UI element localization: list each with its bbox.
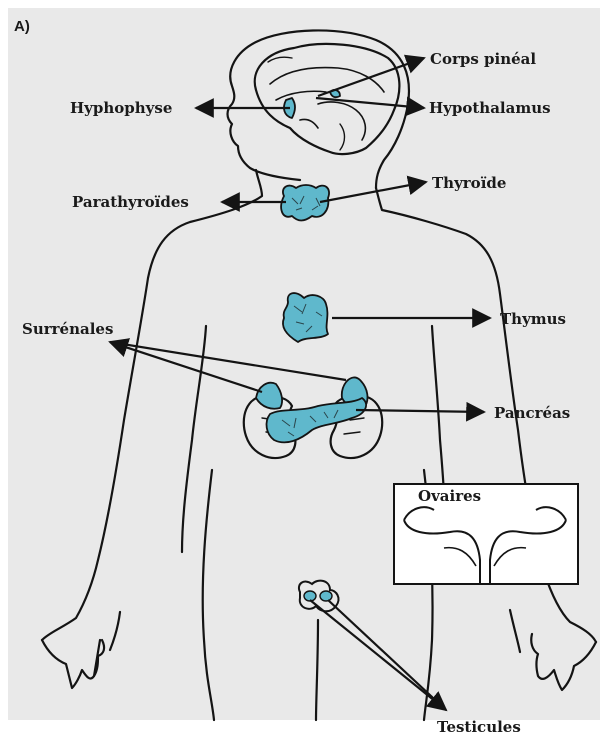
arrow-surrenales-right [110,342,346,380]
arrow-testicules-right [328,600,446,710]
left-adrenal-gland [256,383,282,409]
left-testicle [304,591,316,601]
label-parathyroides: Parathyroïdes [72,193,189,211]
label-surrenales: Surrénales [22,320,113,338]
label-ovaires: Ovaires [418,487,481,505]
panel-label: A) [14,18,30,36]
arrow-testicules-left [310,600,446,710]
arrow-thyroide [320,182,426,202]
label-pineal: Corps pinéal [430,50,536,68]
label-thymus: Thymus [500,310,566,328]
label-testicules: Testicules [437,718,521,736]
label-hypophyse: Hyphophyse [70,99,172,117]
thymus-gland [283,293,328,342]
label-hypothalamus: Hypothalamus [429,99,551,117]
arrow-pancreas [356,410,484,412]
label-pancreas: Pancréas [494,404,570,422]
right-testicle [320,591,332,601]
label-thyroide: Thyroïde [432,174,506,192]
body-outline [42,170,262,640]
